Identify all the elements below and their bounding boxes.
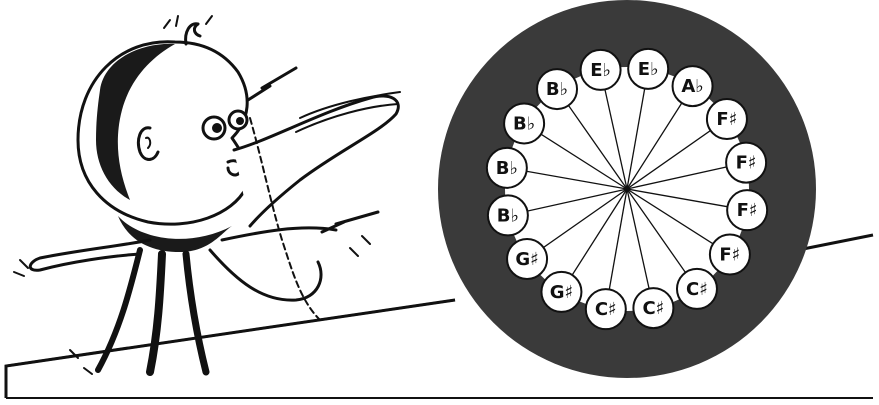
note-label: B♭ — [513, 113, 535, 134]
note-label: F♯ — [716, 109, 737, 130]
note-label: A♭ — [681, 76, 703, 97]
note-label: G♯ — [515, 249, 538, 270]
note-label: E♭ — [590, 60, 611, 81]
wheel-spokes — [505, 67, 749, 311]
note-bubble: E♭ — [628, 49, 668, 89]
note-label: F♯ — [736, 153, 757, 174]
note-label: E♭ — [638, 59, 659, 80]
note-bubble: B♭ — [504, 103, 544, 143]
note-bubble: A♭ — [673, 66, 713, 106]
note-bubble: G♯ — [541, 272, 581, 312]
note-bubble: B♭ — [537, 69, 577, 109]
note-bubble: C♯ — [633, 288, 673, 328]
note-bubble: F♯ — [710, 235, 750, 275]
note-label: F♯ — [737, 200, 758, 221]
note-bubble: C♯ — [586, 289, 626, 329]
note-bubble: F♯ — [726, 143, 766, 183]
note-label: B♭ — [546, 79, 568, 100]
note-label: C♯ — [642, 298, 664, 319]
note-bubble: B♭ — [488, 195, 528, 235]
note-label: B♭ — [497, 205, 519, 226]
note-bubble: F♯ — [727, 190, 767, 230]
note-bubble: F♯ — [707, 99, 747, 139]
note-bubble: E♭ — [581, 50, 621, 90]
note-label: B♭ — [496, 158, 518, 179]
note-bubble: B♭ — [487, 148, 527, 188]
note-label: G♯ — [550, 282, 573, 303]
note-wheel: E♭ A♭ F♯ F♯ F♯ F♯ C♯ C♯ C♯ G♯ G♯ B♭ B♭ B♭ B♭ E♭ — [438, 0, 816, 378]
note-label: F♯ — [719, 245, 740, 266]
note-bubble: C♯ — [677, 269, 717, 309]
note-label: C♯ — [595, 299, 617, 320]
octopus-illustration — [14, 16, 400, 374]
note-label: C♯ — [686, 279, 708, 300]
note-bubble: G♯ — [507, 239, 547, 279]
